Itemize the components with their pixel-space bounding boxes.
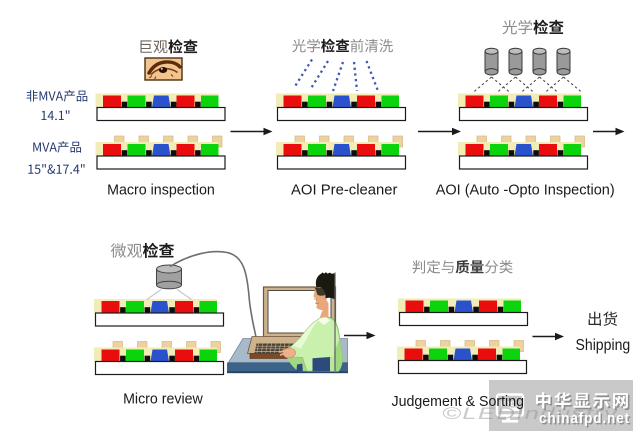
- svg-text:Micro review: Micro review: [123, 390, 203, 407]
- svg-text:Shipping: Shipping: [576, 337, 631, 354]
- svg-text:FPD: FPD: [501, 401, 516, 408]
- svg-text:Macro inspection: Macro inspection: [107, 182, 215, 199]
- svg-text:©LEDIndustry: ©LEDIndustry: [442, 405, 619, 423]
- svg-text:chinafpd.net: chinafpd.net: [539, 410, 630, 427]
- svg-text:AOI Pre-cleaner: AOI Pre-cleaner: [291, 182, 398, 199]
- svg-text:chinafpd.net: chinafpd.net: [541, 412, 632, 429]
- svg-text:AOI (Auto -Opto Inspection): AOI (Auto -Opto Inspection): [436, 182, 615, 199]
- svg-text:Judgement & Sorting: Judgement & Sorting: [392, 393, 525, 410]
